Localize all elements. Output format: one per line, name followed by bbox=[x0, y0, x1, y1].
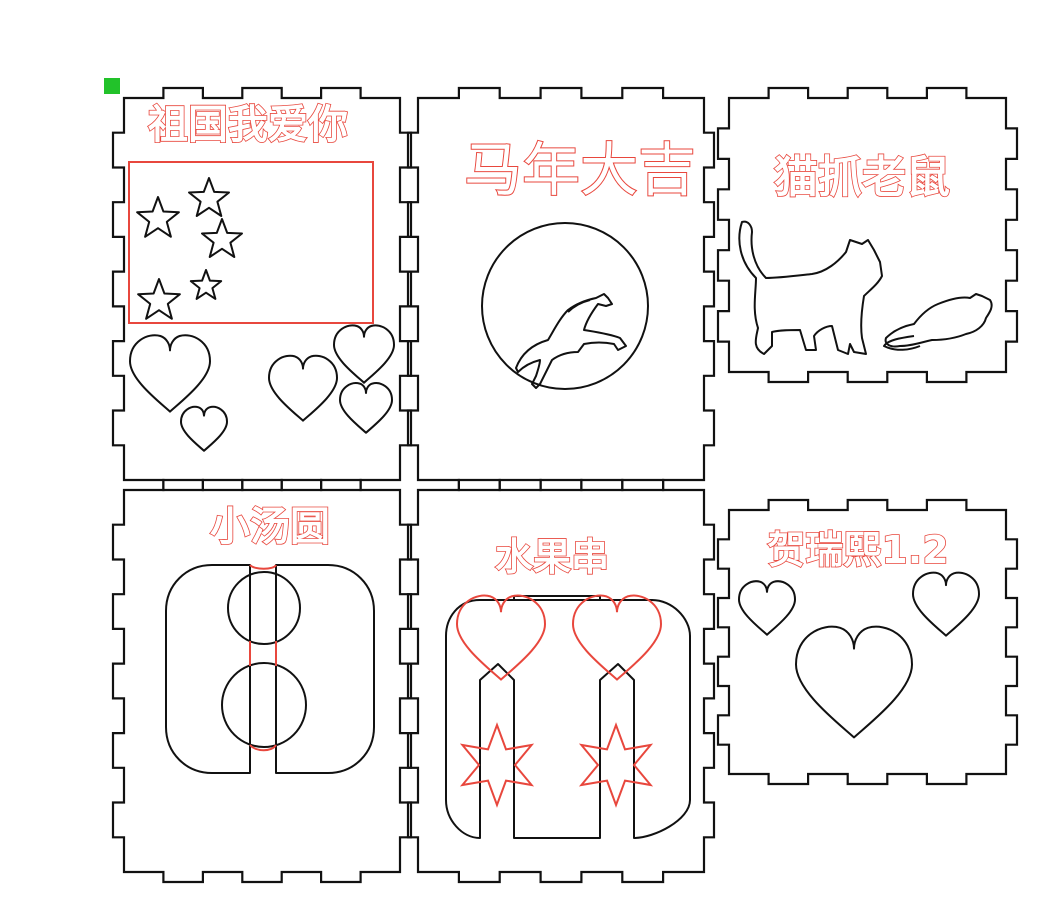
bowl-left-half bbox=[165, 564, 251, 774]
heart-icon bbox=[795, 625, 913, 739]
outline-tangyuan bbox=[111, 478, 413, 884]
panel-title: 马年大吉 bbox=[464, 136, 696, 204]
outline-flag bbox=[111, 86, 413, 492]
burst-star-icon bbox=[578, 722, 654, 808]
heart-icon bbox=[268, 354, 338, 422]
star-icon bbox=[136, 196, 180, 238]
outline-horse bbox=[406, 86, 716, 492]
cat-icon bbox=[738, 220, 883, 355]
outline-cat bbox=[716, 86, 1019, 384]
heart-group bbox=[738, 571, 980, 739]
heart-icon bbox=[738, 580, 796, 636]
panel-fruit: 水果串 bbox=[445, 534, 691, 839]
outline-hearts bbox=[716, 498, 1019, 786]
moon-circle-icon bbox=[481, 222, 649, 390]
heart-icon bbox=[455, 594, 547, 681]
star-icon bbox=[188, 177, 230, 217]
panel-cat: 猫抓老鼠 bbox=[738, 151, 993, 355]
star-icon bbox=[189, 269, 223, 300]
star-group bbox=[136, 177, 243, 320]
tangyuan-ball-icon bbox=[227, 571, 301, 645]
star-icon bbox=[137, 278, 181, 320]
origin-marker bbox=[104, 78, 120, 94]
heart-icon bbox=[129, 334, 211, 413]
panel-title: 小汤圆 bbox=[210, 504, 330, 550]
heart-icon bbox=[180, 405, 228, 452]
heart-icon bbox=[333, 324, 395, 384]
burst-star-icon bbox=[459, 722, 535, 808]
tangyuan-ball-icon bbox=[221, 662, 307, 748]
star-icon bbox=[201, 218, 243, 258]
panel-title: 祖国我爱你 bbox=[148, 102, 348, 148]
panel-flag: 祖国我爱你 bbox=[128, 101, 395, 452]
panel-title: 贺瑞熙1.2 bbox=[767, 528, 948, 572]
mouse-icon bbox=[884, 293, 993, 348]
fruit-shapes bbox=[455, 594, 663, 808]
flag-rectangle bbox=[128, 161, 374, 324]
heart-group bbox=[129, 324, 395, 452]
panel-horse: 马年大吉 bbox=[463, 135, 697, 390]
panel-hearts: 贺瑞熙1.2 bbox=[738, 527, 980, 739]
bowl-right-half bbox=[275, 564, 375, 774]
horse-icon bbox=[515, 293, 627, 389]
horse-mane bbox=[567, 299, 591, 313]
panel-title: 水果串 bbox=[495, 535, 609, 579]
heart-icon bbox=[339, 382, 393, 434]
panel-outlines bbox=[111, 86, 1019, 884]
heart-icon bbox=[571, 594, 663, 681]
skewer-frame bbox=[445, 595, 691, 839]
panel-title: 猫抓老鼠 bbox=[774, 152, 950, 203]
panel-tangyuan: 小汤圆 bbox=[165, 503, 375, 774]
heart-icon bbox=[912, 571, 980, 637]
mouse-tail bbox=[883, 335, 921, 351]
outline-fruit bbox=[406, 478, 716, 884]
engrave-link bbox=[249, 564, 277, 752]
